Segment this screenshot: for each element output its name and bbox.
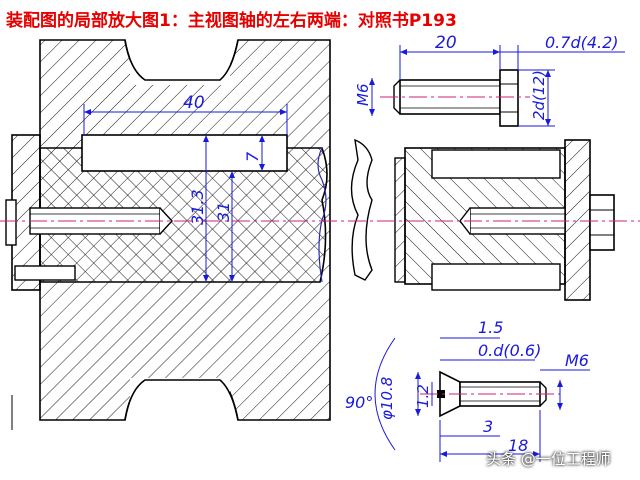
dim-screw-0d: 0.d(0.6) — [478, 341, 541, 360]
watermark: 头条 @一位工程师 — [486, 450, 611, 468]
dim-screw-18: 18 — [508, 436, 528, 455]
dim-bolt-m6: M6 — [354, 84, 372, 107]
center-lines — [0, 96, 640, 395]
dim-bolt-20: 20 — [435, 33, 457, 53]
dimension-texts: 40 31.3 31 7 20 0.7d(4.2) M6 2d(12) 1.5 … — [183, 33, 619, 455]
dim-31-3: 31.3 — [188, 189, 207, 225]
right-assembly — [350, 138, 615, 301]
dim-screw-m6: M6 — [565, 351, 589, 370]
page-title: 装配图的局部放大图1：主视图轴的左右两端：对照书P193 — [6, 11, 457, 31]
pin — [14, 265, 76, 281]
dim-7: 7 — [243, 151, 262, 162]
right-key-bottom — [431, 263, 561, 291]
bolt-head — [499, 69, 519, 127]
dim-bolt-head-h: 0.7d(4.2) — [545, 33, 619, 52]
dimension-lines — [83, 45, 625, 462]
right-end-plate — [564, 139, 591, 301]
key — [81, 134, 288, 172]
dim-screw-head-dia: φ10.8 — [378, 377, 396, 420]
dim-screw-1-2: 1.2 — [414, 384, 432, 408]
shaft — [39, 147, 328, 283]
left-assembly — [5, 39, 331, 430]
bolt-head-right — [589, 194, 615, 251]
dim-screw-1-5: 1.5 — [478, 318, 503, 337]
dim-40: 40 — [183, 93, 205, 113]
bolt-detail — [393, 69, 519, 127]
right-key-top — [431, 149, 561, 179]
dim-screw-angle: 90° — [345, 393, 373, 412]
dim-31: 31 — [214, 202, 233, 222]
dim-screw-3: 3 — [483, 417, 493, 436]
dim-bolt-head-w: 2d(12) — [530, 70, 548, 120]
